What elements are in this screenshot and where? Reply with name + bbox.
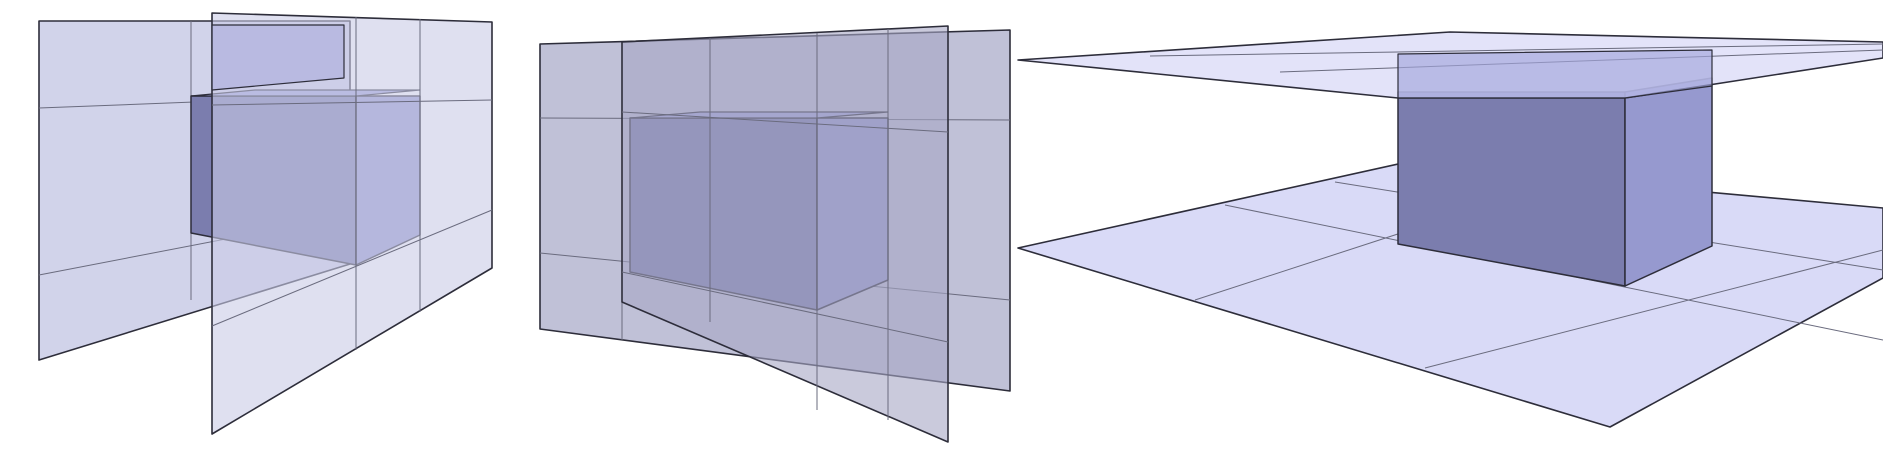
ceiling-grid-line [1149,43,1883,57]
floor-grid-line [1424,249,1883,369]
front-plane-grid-line [211,209,493,327]
front-plane-grid-line [211,99,493,106]
front-plane-grid-line [621,111,949,133]
front-plane [211,12,493,435]
panel-two-parallel-planes [539,25,1011,443]
panel-two-horizontal-planes [1017,31,1883,428]
panel-two-vertical-planes [38,12,493,435]
front-plane-grid-line [621,271,949,343]
front-plane [621,25,949,443]
front-plane-window [211,24,345,91]
ceiling-box-top [1397,49,1713,99]
